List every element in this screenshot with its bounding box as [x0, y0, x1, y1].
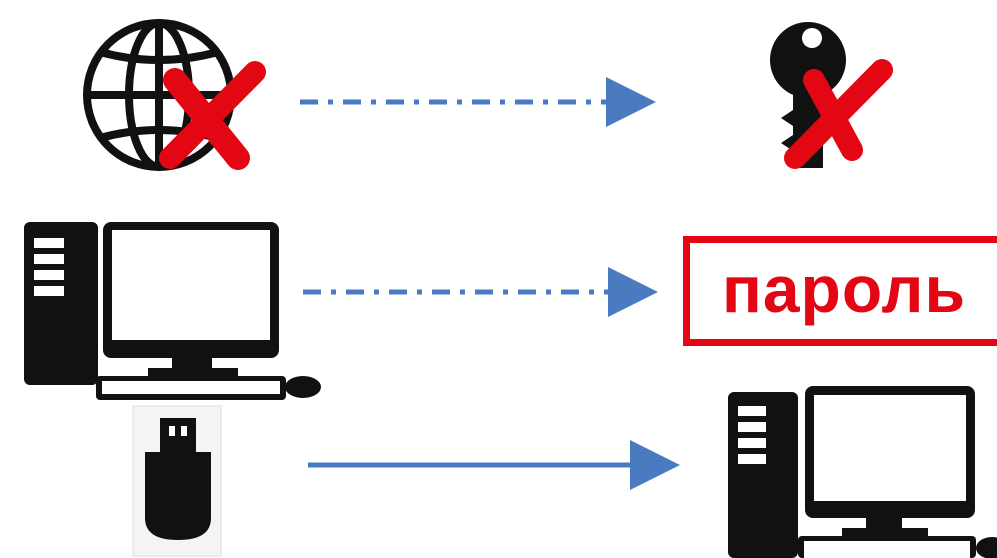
globe-icon — [83, 19, 235, 171]
cross-mark-icon — [784, 59, 893, 169]
usb-flash-drive-icon — [132, 405, 222, 557]
desktop-computer-icon — [24, 222, 321, 400]
desktop-computer-icon — [728, 386, 997, 558]
cross-mark-icon — [159, 61, 266, 170]
password-label-text: пароль — [721, 252, 967, 326]
password-label-box: пароль — [683, 236, 997, 346]
